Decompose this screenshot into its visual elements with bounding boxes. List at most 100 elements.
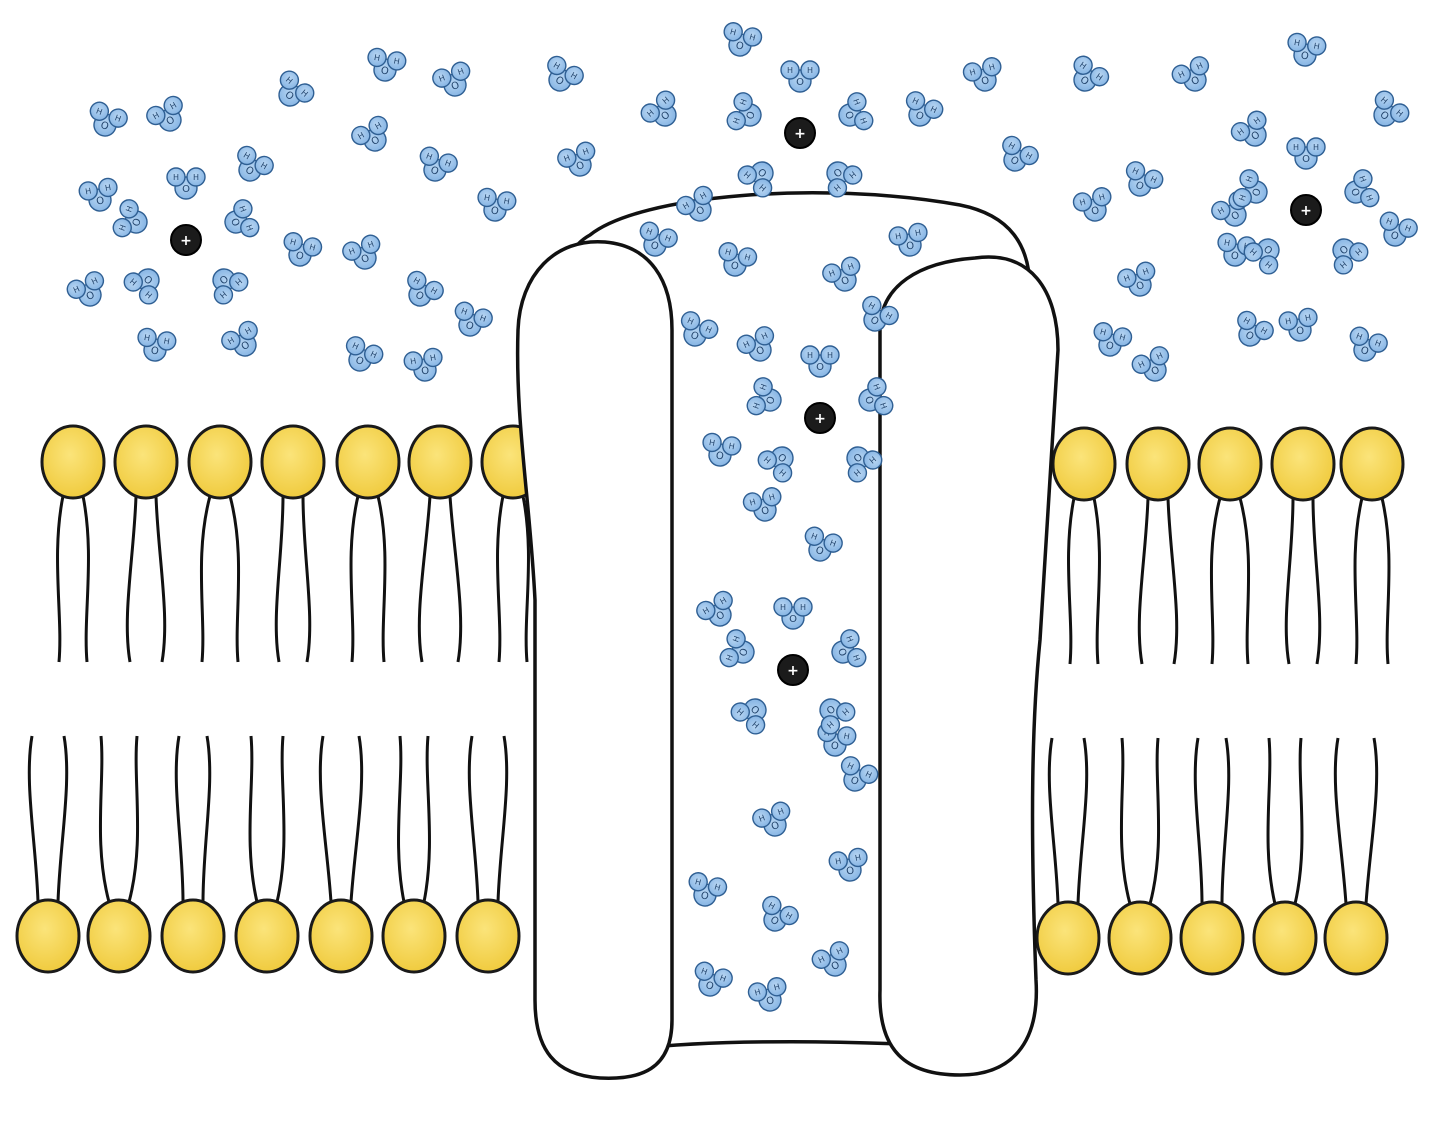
water-molecule-icon: OHH: [66, 271, 105, 307]
hydrogen-label: H: [104, 183, 111, 193]
hydrogen-label: H: [762, 454, 772, 465]
hydrogen-label: H: [914, 228, 921, 238]
oxygen-label: O: [862, 395, 875, 406]
oxygen-label: O: [738, 647, 751, 658]
phospholipid-icon: [308, 735, 374, 974]
water-molecule-icon: OHH: [1379, 211, 1418, 247]
water-molecule-icon: OHH: [1093, 322, 1133, 357]
hydrogen-label: H: [563, 153, 572, 164]
lipid-head: [1197, 426, 1263, 502]
hydrogen-label: H: [884, 311, 894, 322]
hydrogen-label: H: [738, 98, 749, 107]
water-molecule-icon: OHH: [737, 161, 774, 198]
hydrogen-label: H: [373, 53, 380, 63]
hydrogen-label: H: [1118, 332, 1126, 342]
oxygen-label: O: [429, 165, 440, 178]
water-molecule-icon: OHH: [1232, 169, 1268, 208]
oxygen-label: O: [760, 505, 771, 518]
oxygen-label: O: [1359, 345, 1370, 358]
hydrogen-label: H: [758, 383, 769, 392]
water-molecule-icon: OHH: [557, 141, 596, 177]
hydrogen-label: H: [410, 356, 417, 366]
phospholipid-icon: [160, 735, 226, 974]
phospholipid-icon: [86, 735, 152, 974]
hydrogen-label: H: [289, 237, 297, 247]
lipid-tail: [201, 735, 212, 903]
water-molecule-icon: OHH: [746, 377, 782, 416]
water-molecule-icon: OHH: [723, 22, 763, 57]
hydrogen-label: H: [374, 121, 384, 132]
water-molecule-icon: OHH: [345, 336, 384, 372]
hydrogen-label: H: [114, 113, 123, 124]
phospholipid-icon: [1339, 426, 1405, 665]
channel-right-subunit: [878, 255, 1060, 1077]
hydrogen-label: H: [308, 242, 316, 252]
lipid-head: [1125, 426, 1191, 502]
hydrogen-label: H: [827, 351, 833, 360]
hydrogen-label: H: [835, 856, 842, 866]
oxygen-label: O: [745, 110, 758, 121]
phospholipid-icon: [1270, 426, 1336, 665]
oxygen-label: O: [1251, 187, 1264, 198]
lipid-tail: [496, 495, 505, 663]
hydrogen-label: H: [911, 96, 920, 107]
lipid-tail: [127, 735, 140, 903]
water-molecule-icon: OHH: [822, 256, 861, 292]
phospholipid-icon: [1197, 426, 1263, 665]
water-molecule-icon: OHH: [696, 590, 733, 627]
hydrogen-label: H: [760, 331, 769, 342]
oxygen-label: O: [1295, 325, 1305, 337]
hydrogen-label: H: [1155, 351, 1164, 362]
lipid-head: [160, 898, 226, 974]
hydrogen-label: H: [72, 284, 81, 295]
water-molecule-icon: OHH: [747, 977, 787, 1012]
lipid-tail: [174, 735, 185, 903]
oxygen-label: O: [840, 275, 851, 288]
oxygen-label: O: [1230, 250, 1240, 262]
hydrogen-label: H: [1355, 331, 1364, 342]
lipid-tail: [81, 495, 90, 663]
hydrogen-label: H: [929, 104, 938, 115]
hydrogen-label: H: [773, 982, 781, 992]
oxygen-label: O: [765, 395, 778, 406]
water-molecule-icon: OHH: [752, 801, 791, 837]
lipid-tail: [1047, 737, 1060, 905]
oxygen-label: O: [649, 240, 660, 253]
phospholipid-icon: [40, 424, 106, 663]
hydrogen-label: H: [1141, 266, 1150, 277]
oxygen-label: O: [1150, 365, 1162, 378]
hydrogen-label: H: [1242, 316, 1252, 327]
lipid-tail: [1137, 497, 1150, 665]
oxygen-label: O: [85, 290, 97, 303]
hydrogen-label: H: [807, 66, 813, 75]
hydrogen-label: H: [299, 88, 309, 99]
lipid-head: [381, 898, 447, 974]
hydrogen-label: H: [817, 954, 826, 965]
hydrogen-label: H: [878, 401, 889, 410]
phospholipid-icon: [187, 424, 253, 663]
hydrogen-label: H: [751, 401, 762, 410]
oxygen-label: O: [1302, 154, 1310, 165]
hydrogen-label: H: [1404, 223, 1413, 234]
lipid-tail: [376, 495, 387, 663]
hydrogen-label: H: [95, 106, 104, 117]
hydrogen-label: H: [664, 233, 673, 244]
water-molecule-icon: OHH: [736, 326, 775, 362]
lipid-tail: [228, 495, 241, 663]
phospholipid-icon: [335, 424, 401, 663]
hydrogen-label: H: [1079, 197, 1087, 207]
water-molecule-icon: OHH: [146, 95, 183, 132]
hydrogen-label: H: [351, 341, 360, 352]
water-molecule-icon: OHH: [1131, 346, 1170, 382]
oxygen-label: O: [755, 345, 767, 358]
oxygen-label: O: [99, 120, 110, 133]
hydrogen-label: H: [748, 32, 756, 42]
oxygen-label: O: [131, 217, 144, 228]
water-molecule-icon: OHH: [688, 872, 728, 907]
hydrogen-label: H: [1353, 246, 1363, 257]
oxygen-label: O: [450, 80, 461, 93]
